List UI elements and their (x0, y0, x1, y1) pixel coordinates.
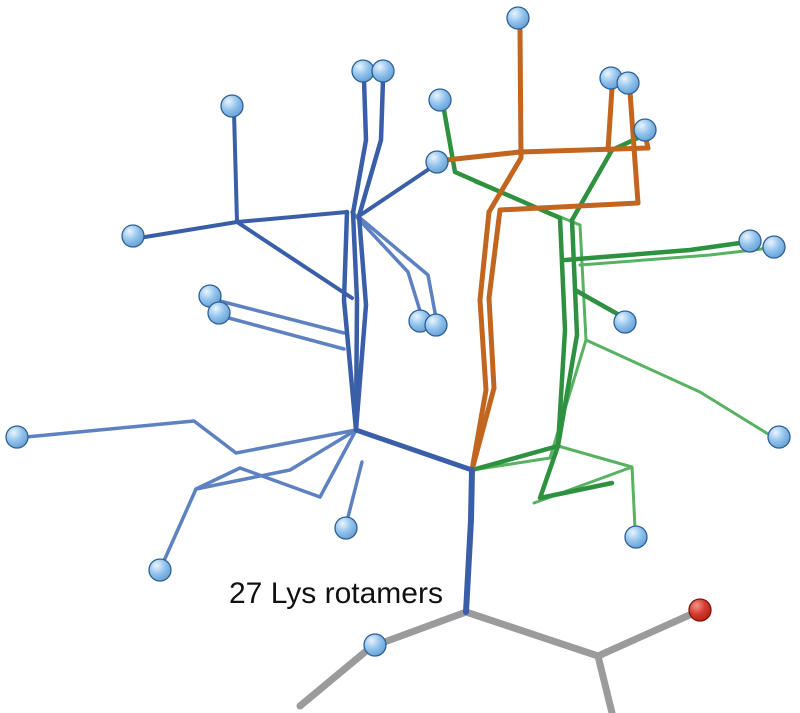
bond-line-blue_dark (137, 220, 239, 240)
nitrogen-atom-sphere (428, 88, 452, 112)
oxygen-atom-sphere (688, 598, 712, 622)
bond-line-gray (296, 608, 470, 710)
bond-line-blue_dark (356, 77, 386, 219)
bond-line-blue_light (194, 428, 358, 499)
nitrogen-atom-sphere (334, 516, 358, 540)
bond-line-green_light (584, 338, 775, 439)
nitrogen-atom-sphere (121, 224, 145, 248)
bond-line-blue_dark (235, 220, 354, 300)
bond-line-blue_light (358, 216, 438, 320)
nitrogen-atom-sphere (363, 633, 387, 657)
bond-line-orange (434, 145, 651, 164)
nitrogen-atom-sphere (148, 558, 172, 582)
nitrogen-atom-sphere (738, 229, 762, 253)
bond-line-green_dark (555, 215, 568, 449)
bond-line-blue_dark (350, 210, 360, 433)
nitrogen-atom-sphere (767, 425, 791, 449)
bond-line-blue_light (223, 315, 346, 351)
bond-line-green_dark (469, 443, 561, 473)
bond-line-blue_dark (353, 427, 475, 473)
nitrogen-atom-sphere (613, 310, 637, 334)
bond-line-blue_light (161, 428, 358, 565)
bond-line-blue_light (345, 460, 364, 523)
bond-line-green_dark (441, 107, 563, 221)
nitrogen-atom-sphere (207, 301, 231, 325)
bond-line-blue_light (350, 210, 423, 316)
nitrogen-atom-sphere (624, 525, 648, 549)
caption-text: 27 Lys rotamers (229, 577, 443, 610)
nitrogen-atom-sphere (633, 118, 657, 142)
bond-line-gray (594, 609, 698, 660)
bond-line-orange (486, 27, 524, 215)
bond-line-green_light (630, 465, 637, 530)
nitrogen-atom-sphere (371, 59, 395, 83)
bond-line-gray (462, 608, 616, 713)
bond-line-blue_dark (353, 213, 369, 433)
nitrogen-atom-sphere (424, 313, 448, 337)
bond-line-blue_dark (357, 165, 434, 218)
bond-line-blue_light (214, 298, 346, 335)
bond-line-green_dark (562, 239, 750, 263)
bond-line-green_dark (537, 443, 615, 501)
bond-line-orange (469, 209, 492, 473)
bond-line-orange (627, 89, 641, 206)
nitrogen-atom-sphere (5, 425, 29, 449)
bond-line-orange (497, 200, 641, 213)
nitrogen-atom-sphere (220, 94, 244, 118)
nitrogen-atom-sphere (425, 150, 449, 174)
bond-line-orange (469, 207, 503, 473)
bond-line-blue_dark (350, 77, 369, 216)
bond-line-blue_light (24, 419, 358, 455)
bond-line-blue_dark (235, 210, 349, 224)
nitrogen-atom-sphere (616, 71, 640, 95)
bond-line-blue_dark (341, 209, 359, 433)
bond-line-blue_dark (232, 110, 239, 224)
bond-line-green_dark (572, 287, 624, 319)
nitrogen-atom-sphere (506, 6, 530, 30)
nitrogen-atom-sphere (762, 235, 786, 259)
nitrogen-atom-sphere (351, 59, 375, 83)
bond-line-orange (605, 85, 615, 153)
bond-line-blue_dark (463, 467, 475, 615)
